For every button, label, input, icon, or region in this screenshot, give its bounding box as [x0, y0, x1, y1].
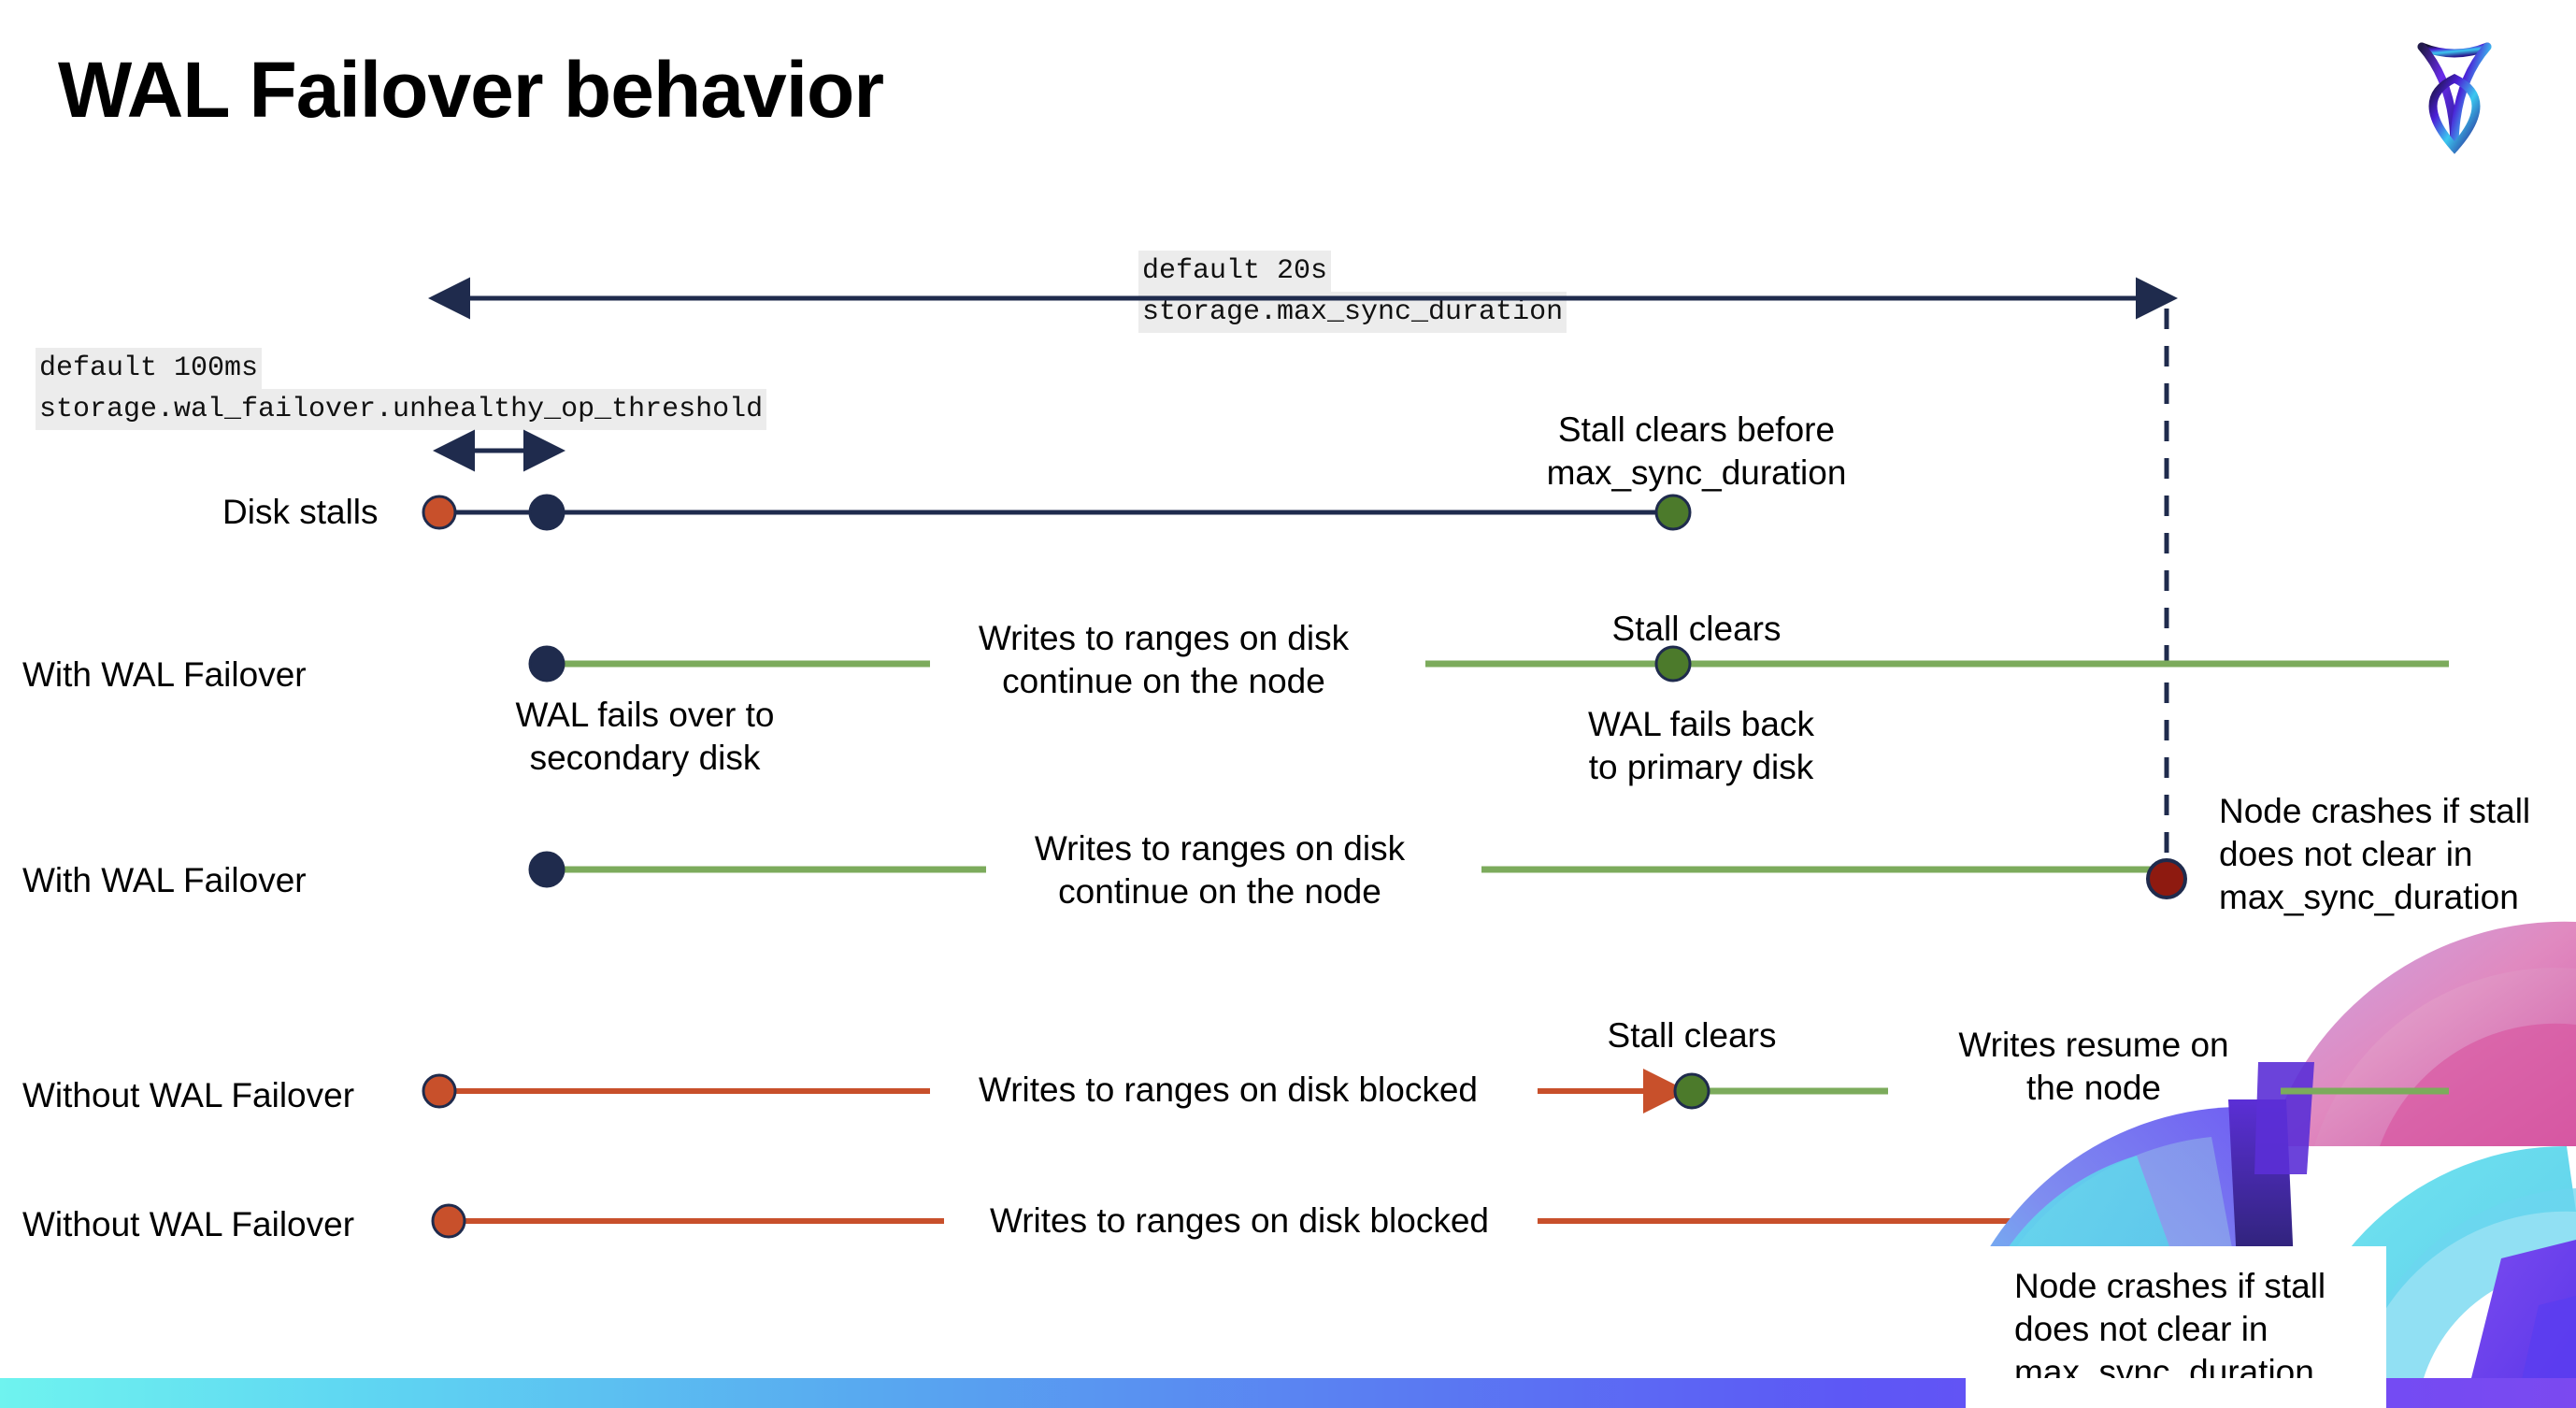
setting-max-sync-name: storage.max_sync_duration: [1138, 292, 1567, 333]
dot-stall-start: [422, 1073, 457, 1109]
dot-stall-start: [422, 495, 457, 530]
row-label-with-wal-failover-1: With WAL Failover: [22, 655, 307, 694]
callout-writes-blocked-row5: Writes to ranges on disk blocked: [989, 1201, 1490, 1240]
callout-writes-resume-row4: Writes resume on the node: [1958, 1026, 2229, 1107]
row-label-with-wal-failover-2: With WAL Failover: [22, 861, 307, 899]
callout-writes-continue-row2: Writes to ranges on disk continue on the…: [978, 619, 1350, 700]
setting-max-sync-duration: default 20s storage.max_sync_duration: [1138, 251, 1567, 333]
dot-node-crash: [2146, 858, 2187, 899]
dot-wal-fails-over: [528, 645, 565, 682]
callout-wal-fails-back: WAL fails back to primary disk: [1588, 705, 1814, 786]
dot-stall-start: [431, 1203, 466, 1239]
setting-unhealthy-name: storage.wal_failover.unhealthy_op_thresh…: [36, 389, 767, 430]
setting-unhealthy-default: default 100ms: [36, 348, 263, 389]
dot-stall-clears: [1673, 1072, 1710, 1110]
dot-wal-fails-over: [528, 851, 565, 888]
dot-failover-trigger: [528, 494, 565, 531]
callout-stall-clears-before: Stall clears before max_sync_duration: [1546, 410, 1847, 492]
setting-max-sync-default: default 20s: [1138, 251, 1332, 292]
row-label-disk-stalls: Disk stalls: [222, 493, 379, 531]
cockroachdb-logo: [2380, 28, 2529, 168]
callout-writes-continue-row3: Writes to ranges on disk continue on the…: [1034, 829, 1406, 911]
row-label-without-wal-failover-1: Without WAL Failover: [22, 1076, 355, 1114]
callout-wal-fails-over: WAL fails over to secondary disk: [515, 696, 775, 777]
dot-stall-clears: [1654, 494, 1692, 531]
page-title: WAL Failover behavior: [58, 46, 884, 134]
callout-stall-clears-row2: Stall clears: [1611, 610, 1782, 648]
setting-unhealthy-op-threshold: default 100ms storage.wal_failover.unhea…: [36, 348, 767, 430]
bottom-bar-mask: [1966, 1378, 2386, 1408]
row-with-wal-failover-1-timeline: [528, 645, 2449, 682]
callout-node-crashes-row5: Node crashes if stall does not clear in …: [2014, 1267, 2326, 1391]
callout-node-crashes-row3: Node crashes if stall does not clear in …: [2219, 792, 2531, 916]
callout-writes-blocked-row4: Writes to ranges on disk blocked: [978, 1070, 1479, 1109]
row-label-without-wal-failover-2: Without WAL Failover: [22, 1205, 355, 1243]
row4-green-tail: [2281, 1087, 2449, 1095]
row-disk-stalls-timeline: [422, 494, 1692, 531]
dot-stall-clears: [1654, 645, 1692, 682]
dot-node-crash: [2157, 1200, 2198, 1242]
callout-stall-clears-row4: Stall clears: [1607, 1016, 1777, 1055]
